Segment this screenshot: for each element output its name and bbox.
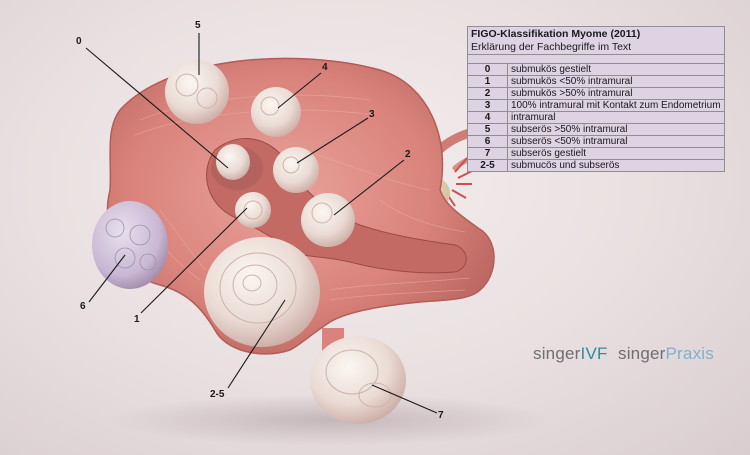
legend-subtitle: Erklärung der Fachbegriffe im Text — [471, 41, 632, 53]
legend-spacer-row — [467, 54, 725, 64]
singer-praxis-logo: singerPraxis — [618, 344, 714, 364]
legend-description: submukös >50% intramural — [507, 87, 725, 100]
figo-legend-table: FIGO-Klassifikation Myome (2011) Erkläru… — [467, 26, 725, 172]
legend-description: submukös gestielt — [507, 63, 725, 76]
label-7: 7 — [438, 410, 444, 421]
fibroid-2-5 — [204, 237, 320, 347]
legend-header-row: FIGO-Klassifikation Myome (2011) Erkläru… — [467, 26, 725, 55]
legend-code: 2-5 — [467, 159, 508, 172]
label-2-5: 2-5 — [210, 389, 225, 400]
label-0: 0 — [76, 36, 82, 47]
legend-code: 3 — [467, 99, 508, 112]
legend-title: FIGO-Klassifikation Myome (2011) — [471, 28, 641, 40]
label-5: 5 — [195, 20, 201, 31]
label-1: 1 — [134, 314, 140, 325]
legend-code: 1 — [467, 75, 508, 88]
label-6: 6 — [80, 301, 86, 312]
fibroid-7 — [310, 328, 406, 424]
fibroid-4 — [251, 87, 301, 137]
legend-description: submucös und subserös — [507, 159, 725, 172]
legend-code: 5 — [467, 123, 508, 136]
legend-description: 100% intramural mit Kontakt zum Endometr… — [507, 99, 725, 112]
legend-description: subserös gestielt — [507, 147, 725, 160]
singer-ivf-logo: singerIVF — [533, 344, 608, 364]
legend-description: submukös <50% intramural — [507, 75, 725, 88]
fibroid-3 — [273, 147, 319, 193]
fibroid-6 — [92, 201, 168, 289]
fibroid-1 — [235, 192, 271, 228]
legend-description: intramural — [507, 111, 725, 124]
label-2: 2 — [405, 149, 411, 160]
singer-praxis-logo-word: singer — [618, 344, 666, 363]
label-4: 4 — [322, 62, 328, 73]
legend-description: subserös >50% intramural — [507, 123, 725, 136]
singer-ivf-logo-ivf: IVF — [580, 344, 608, 363]
singer-ivf-logo-word: singer — [533, 344, 581, 363]
fibroid-2 — [301, 193, 355, 247]
fibroid-5 — [165, 60, 229, 124]
ground-shadow — [110, 394, 550, 446]
legend-code: 7 — [467, 147, 508, 160]
legend-code: 0 — [467, 63, 508, 76]
legend-header-cell: FIGO-Klassifikation Myome (2011) Erkläru… — [467, 26, 725, 55]
legend-code: 2 — [467, 87, 508, 100]
label-3: 3 — [369, 109, 375, 120]
legend-code: 6 — [467, 135, 508, 148]
fibroid-0 — [211, 144, 263, 190]
leader-lines — [85, 33, 438, 414]
legend-description: subserös <50% intramural — [507, 135, 725, 148]
singer-praxis-logo-praxis: Praxis — [665, 344, 714, 363]
legend-code: 4 — [467, 111, 508, 124]
